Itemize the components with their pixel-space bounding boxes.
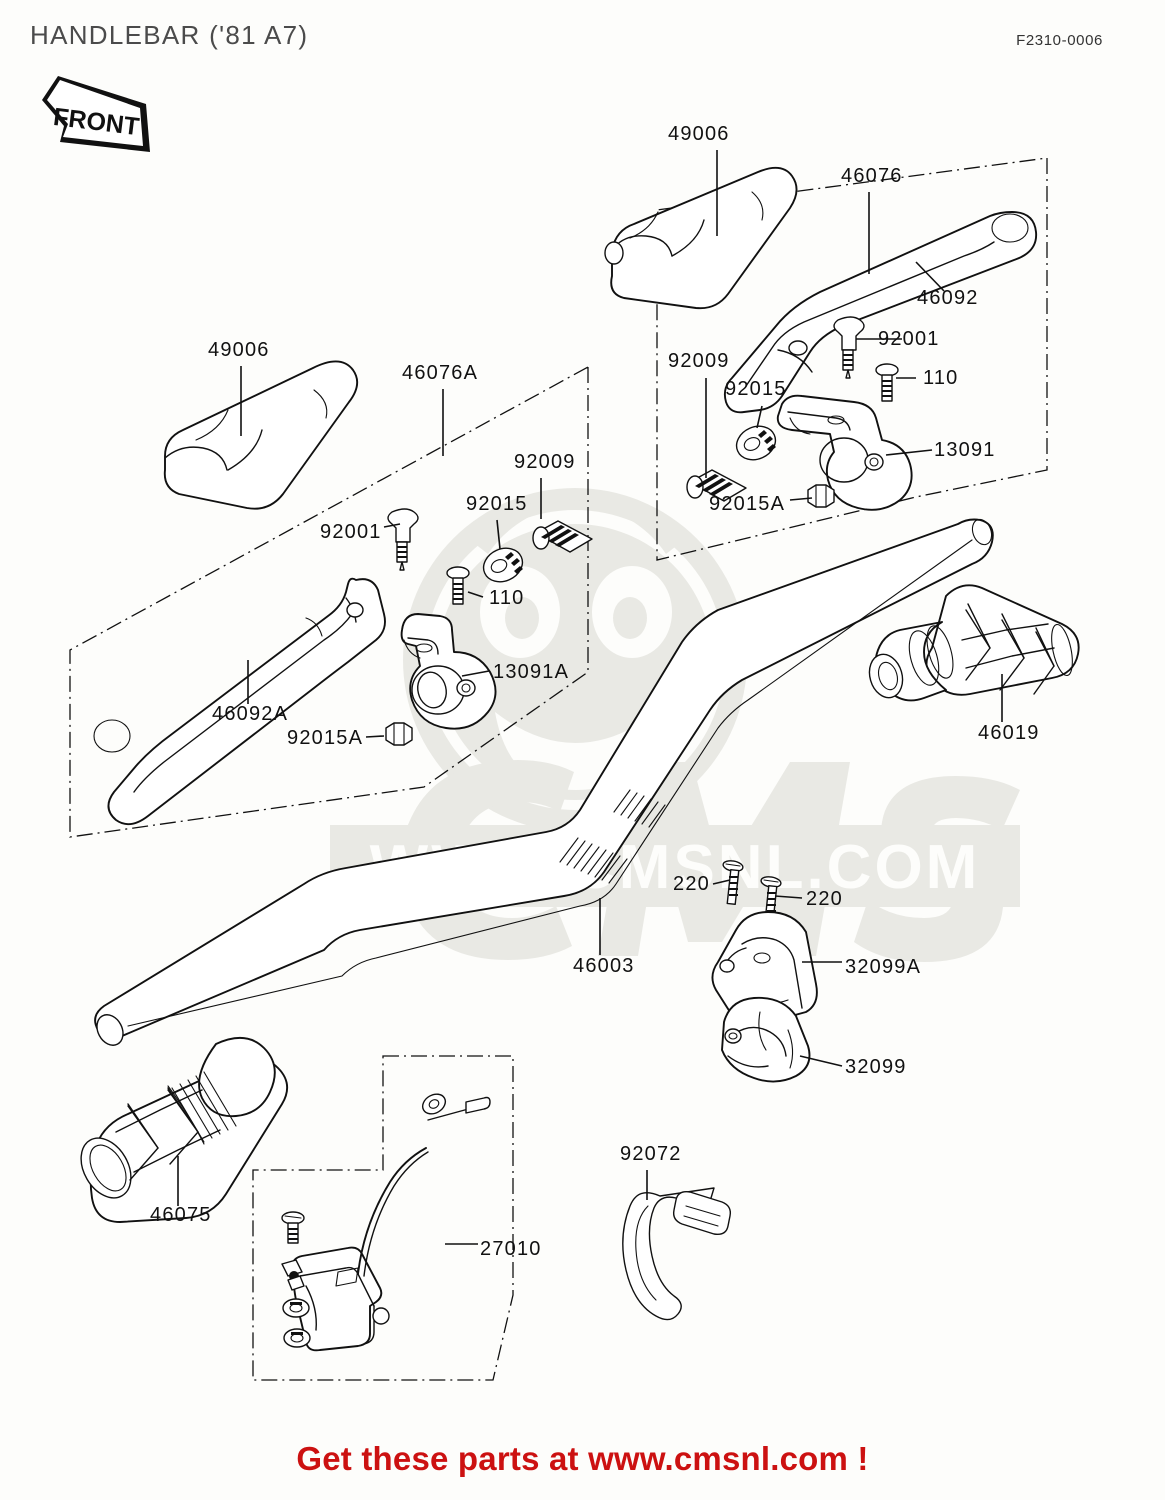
part-46092-brake-lever-right <box>723 211 1038 414</box>
callout-110-left[interactable]: 110 <box>489 587 525 609</box>
part-13091-lever-holder-right <box>776 394 913 511</box>
front-arrow-icon: FRONT <box>42 76 150 152</box>
part-92001-pivot-screw-right <box>833 316 865 379</box>
callout-92015A-left[interactable]: 92015A <box>287 727 364 749</box>
callout-32099[interactable]: 32099 <box>845 1056 907 1078</box>
part-46092A-clutch-lever-left <box>93 577 386 826</box>
callout-92015-left[interactable]: 92015 <box>466 493 528 515</box>
callout-220-b[interactable]: 220 <box>806 888 843 910</box>
group-boundary-switch-assembly <box>252 1055 514 1381</box>
callout-13091[interactable]: 13091 <box>934 439 996 461</box>
part-49006-lever-boot-right <box>604 166 798 310</box>
callout-46019[interactable]: 46019 <box>978 722 1040 744</box>
part-92015A-nut-left <box>385 722 413 746</box>
part-92072-band-clamp <box>622 1187 732 1321</box>
callout-92009-right[interactable]: 92009 <box>668 350 730 372</box>
part-92009-adjuster-bolt-right <box>686 469 747 502</box>
callout-46092A[interactable]: 46092A <box>212 703 289 725</box>
callout-92015A-right[interactable]: 92015A <box>709 493 786 515</box>
callout-46076A[interactable]: 46076A <box>402 362 479 384</box>
part-92009-adjuster-bolt-left <box>532 520 593 553</box>
part-92015-lock-nut-right <box>735 425 777 461</box>
callout-49006-left[interactable]: 49006 <box>208 339 270 361</box>
callout-92009-left[interactable]: 92009 <box>514 451 576 473</box>
callout-92072[interactable]: 92072 <box>620 1143 682 1165</box>
callout-46003[interactable]: 46003 <box>573 955 635 977</box>
part-27010-switch-assembly <box>281 1093 491 1352</box>
part-13091A-lever-holder-left <box>400 613 497 730</box>
callout-92001-left[interactable]: 92001 <box>320 521 382 543</box>
callout-leader-lines <box>177 150 1003 1245</box>
callout-110-right[interactable]: 110 <box>923 367 959 389</box>
part-46075-grip-left <box>80 1037 289 1223</box>
callout-49006-right[interactable]: 49006 <box>668 123 730 145</box>
part-92001-pivot-screw-left <box>387 508 419 571</box>
part-46019-throttle-grip <box>868 584 1080 702</box>
part-110-bolt-left <box>446 566 470 605</box>
group-boundary-left-lever-assembly <box>69 365 589 838</box>
part-92015A-nut-right <box>807 484 835 508</box>
callout-46075[interactable]: 46075 <box>150 1204 212 1226</box>
part-220-screw-a <box>722 860 744 906</box>
callout-92001-right[interactable]: 92001 <box>878 328 940 350</box>
part-110-bolt-right <box>875 363 899 402</box>
footer-cta[interactable]: Get these parts at www.cmsnl.com ! <box>296 1440 869 1477</box>
part-46003-handlebar <box>94 518 994 1046</box>
part-92015-lock-nut-left <box>482 547 524 583</box>
part-49006-lever-boot-left <box>163 360 359 510</box>
page-title: HANDLEBAR ('81 A7) <box>30 20 309 50</box>
callout-32099A[interactable]: 32099A <box>845 956 922 978</box>
callout-13091A[interactable]: 13091A <box>493 661 570 683</box>
callout-46076[interactable]: 46076 <box>841 165 903 187</box>
part-32099-throttle-housing-lower <box>721 996 811 1083</box>
callout-46092[interactable]: 46092 <box>917 287 979 309</box>
callout-220-a[interactable]: 220 <box>673 873 710 895</box>
callout-27010[interactable]: 27010 <box>480 1238 542 1260</box>
callout-92015-right[interactable]: 92015 <box>725 378 787 400</box>
reference-code: F2310-0006 <box>1016 32 1103 49</box>
